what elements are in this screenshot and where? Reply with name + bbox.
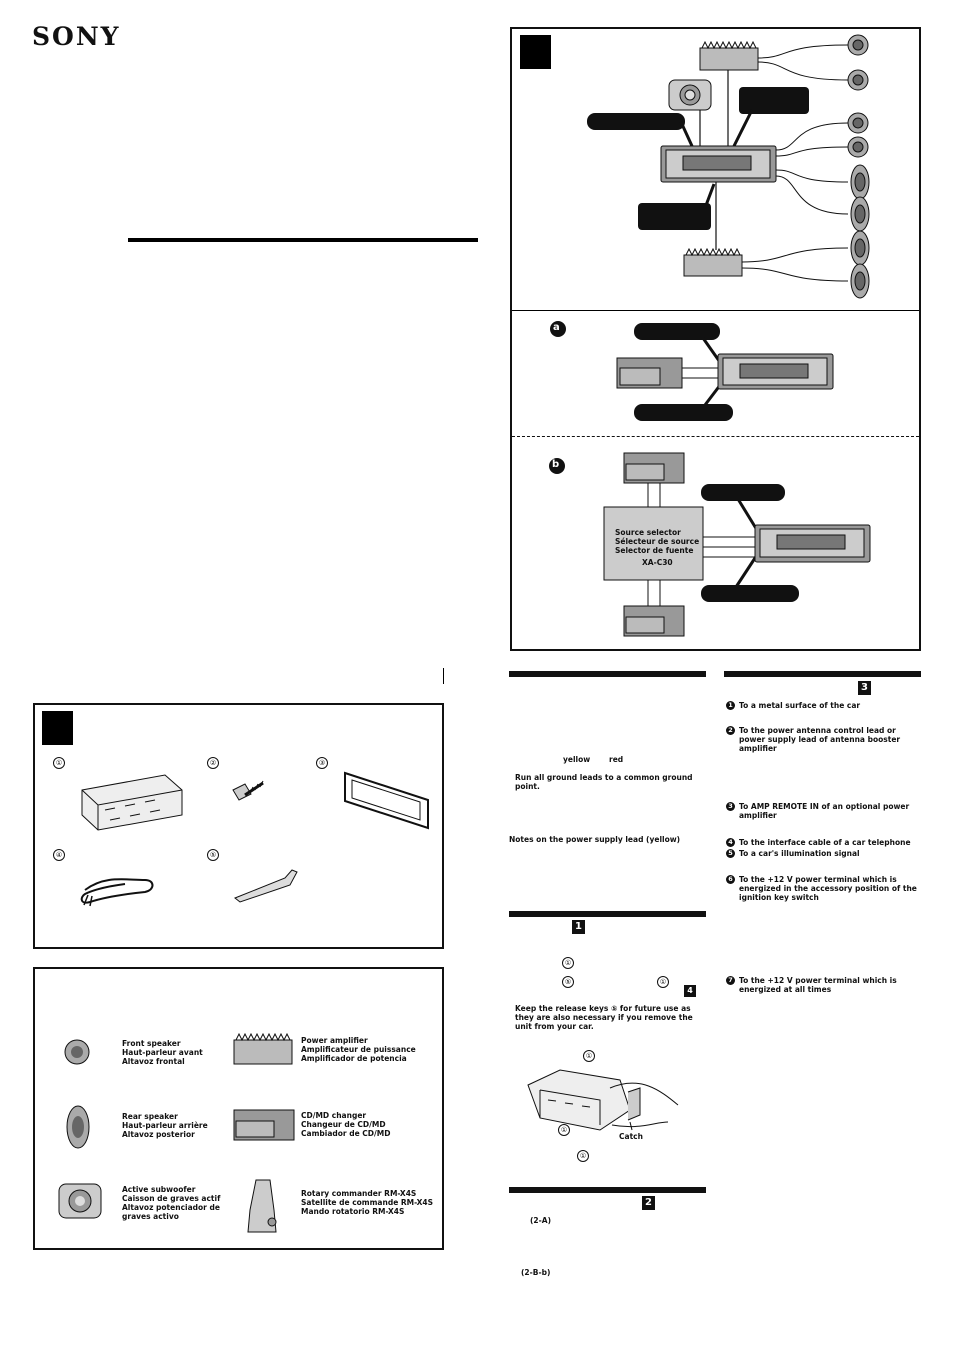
source-selector-en: Source selector (615, 528, 681, 537)
release-keys-note: Keep the release keys ⑤ for future use a… (515, 1004, 693, 1031)
diagram-dashed-divider (512, 436, 919, 437)
supplied-parts-drawings (80, 771, 429, 907)
section3-number: 3 (858, 681, 871, 695)
diagram-divider (512, 310, 919, 311)
source-selector-model: XA-C30 (642, 558, 673, 567)
power-amplifier-top (699, 40, 759, 71)
part-3-number: ③ (316, 757, 328, 769)
section2-bar (509, 1187, 706, 1193)
source-selector-es: Selector de fuente (615, 546, 694, 555)
sec1-ref-1: ① (562, 957, 574, 969)
install-figure (527, 1069, 679, 1131)
system-diagram (549, 34, 871, 637)
sub-a-label: a (553, 322, 560, 333)
legend-icons (58, 1032, 295, 1233)
sec1-ref-box4: 4 (684, 985, 696, 997)
wire-color-red: red (609, 755, 624, 764)
power-notes-title: Notes on the power supply lead (yellow) (509, 835, 681, 844)
supplied-parts-frame (33, 703, 444, 949)
column-marker (443, 668, 444, 684)
sec1-ref-5: ⑤ (562, 976, 574, 988)
source-selector-label: Source selector Sélecteur de source Sele… (615, 528, 699, 567)
parts-label-square (42, 711, 73, 745)
sub-b-label: b (552, 459, 560, 470)
connection-diagram-frame (510, 27, 921, 651)
ground-note: Run all ground leads to a common ground … (515, 773, 693, 791)
fig-ref-1c: ① (577, 1150, 589, 1162)
part-1-number: ① (53, 757, 65, 769)
section1-bar (509, 911, 706, 917)
middle-section-bar (509, 671, 706, 677)
ref-2-b-b: (2-B-b) (521, 1268, 551, 1277)
fig-ref-1: ① (583, 1050, 595, 1062)
fig-ref-1b: ① (558, 1124, 570, 1136)
fig-catch-label: Catch (619, 1132, 643, 1141)
legend-frame (33, 967, 444, 1250)
wire-color-yellow: yellow (563, 755, 591, 764)
title-rule (128, 238, 478, 242)
ref-2-a: (2-A) (530, 1216, 551, 1225)
part-2-number: ② (207, 757, 219, 769)
figure-label-square (520, 35, 551, 69)
section2-number: 2 (642, 1196, 655, 1210)
part-5-number: ⑤ (207, 849, 219, 861)
section1-number: 1 (572, 920, 585, 934)
sec1-ref-1b: ① (657, 976, 669, 988)
right-section-bar (724, 671, 921, 677)
source-selector-fr: Sélecteur de source (615, 537, 700, 546)
part-4-number: ④ (53, 849, 65, 861)
sony-logo: SONY (32, 22, 121, 51)
